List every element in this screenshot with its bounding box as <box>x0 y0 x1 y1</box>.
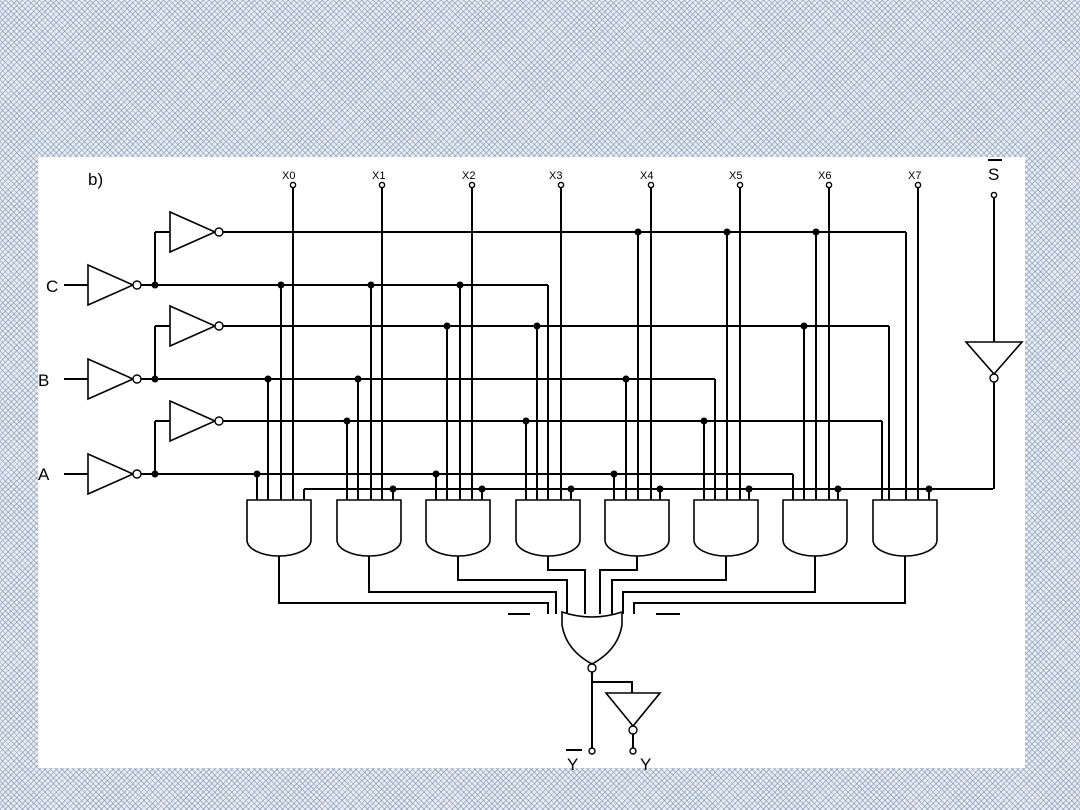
input-label-c: C <box>46 277 58 296</box>
nor-gate <box>561 610 623 665</box>
svg-text:X5: X5 <box>729 170 742 182</box>
data-inputs: X0 X1 X2 X3 X4 X5 X6 <box>282 170 921 500</box>
inverter-b <box>87 357 135 401</box>
gate-inputs-7 <box>881 232 933 500</box>
strobe-inverter <box>964 341 1024 376</box>
and-to-nor-wiring <box>278 556 906 615</box>
data-input-x0: X0 <box>282 170 297 500</box>
data-input-x7: X7 <box>908 170 921 500</box>
gate-inputs-5 <box>700 228 753 500</box>
strobe-input: S <box>964 159 1024 489</box>
data-input-x1: X1 <box>372 170 385 500</box>
inverter-c-bar <box>169 210 217 254</box>
part-label: b) <box>88 170 103 189</box>
and-gate-1 <box>336 499 402 557</box>
gate-inputs-1 <box>343 281 397 500</box>
inverter-b-bar <box>169 304 217 348</box>
input-label-b: B <box>38 371 49 390</box>
gate-inputs-0 <box>253 281 305 500</box>
and-gate-0 <box>246 499 312 557</box>
gate-inputs-2 <box>432 281 486 500</box>
outputs: Y Y <box>566 672 662 774</box>
svg-text:X7: X7 <box>908 170 921 182</box>
svg-text:X0: X0 <box>282 170 295 182</box>
svg-text:X4: X4 <box>640 170 653 182</box>
input-label-a: A <box>38 465 50 484</box>
output-inverter <box>604 692 662 728</box>
svg-text:X2: X2 <box>462 170 475 182</box>
and-gate-7 <box>872 499 938 557</box>
inverter-c <box>87 263 135 307</box>
and-gates <box>246 499 938 557</box>
and-gate-6 <box>782 499 848 557</box>
gate-inputs-3 <box>522 285 575 500</box>
output-label-y: Y <box>640 755 651 774</box>
data-input-x3: X3 <box>549 170 565 500</box>
and-gate-5 <box>693 499 759 557</box>
svg-text:X3: X3 <box>549 170 562 182</box>
and-gate-4 <box>604 499 670 557</box>
data-input-x6: X6 <box>818 170 833 500</box>
and-gate-3 <box>515 499 581 557</box>
strobe-label: S <box>988 165 999 184</box>
gate-inputs-6 <box>702 228 842 500</box>
data-input-x2: X2 <box>462 170 475 500</box>
diagram-panel: b) C B A X0 X1 <box>38 157 1025 774</box>
gate-inputs-4 <box>610 228 664 500</box>
and-gate-2 <box>425 499 491 557</box>
output-label-y-bar: Y <box>567 755 578 774</box>
data-input-x4: X4 <box>640 170 655 500</box>
svg-text:X6: X6 <box>818 170 831 182</box>
data-input-x5: X5 <box>729 170 744 500</box>
inverter-a <box>87 452 135 496</box>
svg-text:X1: X1 <box>372 170 385 182</box>
inverter-a-bar <box>169 399 217 443</box>
